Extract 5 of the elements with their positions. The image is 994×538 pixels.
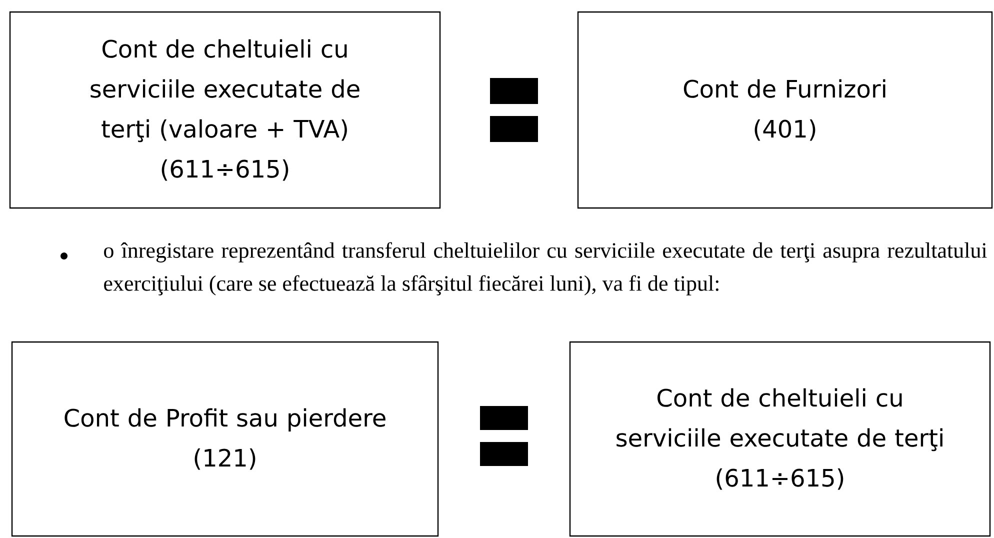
account-box: Cont de cheltuieli cu serviciile executate de terţi (611÷615)	[569, 341, 991, 537]
account-box: Cont de Furnizori (401)	[577, 11, 993, 209]
paragraph: o înregistare reprezentând transferul cheltuielilor cu serviciile executate de terţi asupra rezultatului exerciţiului (care se efectuează la sfârşitul fiecărei luni), va fi de tipul:	[104, 242, 987, 296]
account-box: Cont de Profit sau pierdere (121)	[11, 341, 439, 537]
account-box: Cont de cheltuieli cu serviciile executate de terţi (valoare + TVA) (611÷615)	[9, 11, 441, 209]
